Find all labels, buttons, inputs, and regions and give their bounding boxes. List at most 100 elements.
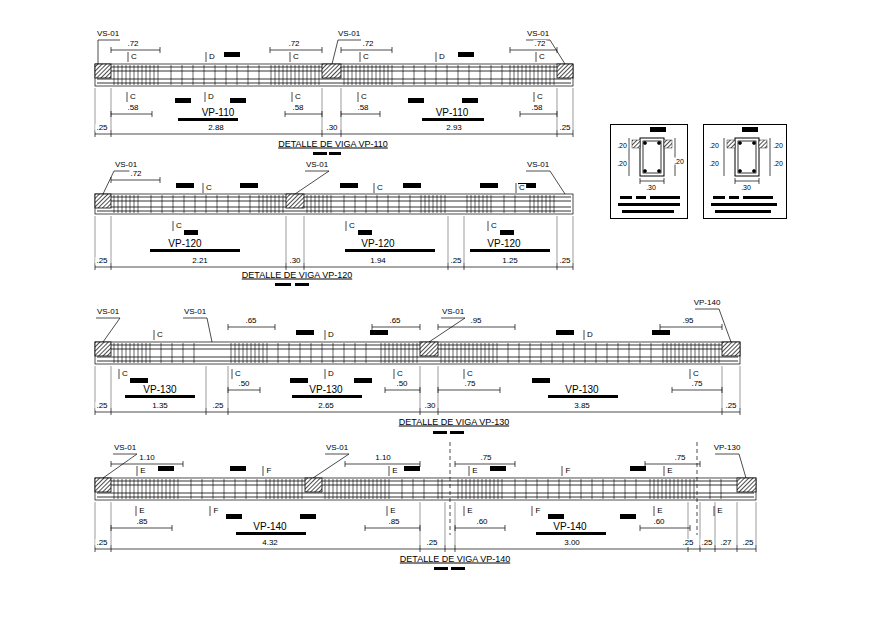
dimension-tick — [715, 545, 716, 552]
dimension-label: .65 — [388, 317, 401, 325]
stirrup — [206, 195, 207, 213]
stirrup — [719, 343, 720, 363]
stirrup — [122, 479, 123, 499]
dimension-label: VS-01 — [325, 444, 349, 452]
slab-hatch — [632, 140, 640, 148]
redacted-bar — [636, 196, 646, 199]
stirrup — [514, 65, 515, 85]
stirrup — [683, 343, 684, 363]
stirrup — [243, 343, 244, 363]
stirrup — [151, 195, 152, 213]
stirrup — [485, 343, 486, 363]
stirrup — [184, 195, 185, 213]
stirrup — [333, 479, 334, 499]
dimension-label: .30 — [288, 257, 301, 265]
leader-line — [103, 454, 137, 478]
column-support — [95, 64, 111, 78]
stirrup — [409, 343, 410, 363]
beam-outline — [95, 194, 573, 214]
stirrup — [323, 195, 324, 213]
dimension-tick — [420, 324, 421, 330]
stirrup — [384, 65, 385, 85]
stirrup — [662, 479, 663, 499]
extension-line — [438, 366, 439, 408]
extension-line — [111, 88, 112, 130]
stirrup — [690, 479, 691, 499]
stirrup — [224, 479, 225, 499]
stirrup — [679, 343, 680, 363]
section-dimension: .20 — [708, 142, 720, 149]
stirrup — [526, 65, 527, 85]
dimension-line — [455, 464, 515, 465]
dimension-tick — [672, 387, 673, 393]
stirrup — [231, 343, 232, 363]
stirrup — [162, 479, 163, 499]
dimension-tick — [111, 263, 112, 270]
dimension-tick — [380, 111, 381, 117]
dimension-label: 4.32 — [261, 539, 279, 547]
slab-hatch — [727, 140, 735, 148]
dimension-line — [629, 138, 630, 176]
extension-line — [740, 366, 741, 408]
leader-line — [695, 309, 731, 342]
stirrup — [497, 343, 498, 363]
redacted-bar — [300, 514, 316, 519]
stirrup — [711, 343, 712, 363]
stirrup — [651, 343, 652, 363]
beam-name: VP-120 — [167, 239, 202, 249]
dimension-line — [95, 549, 756, 550]
dimension-tick — [557, 130, 558, 137]
dimension-line — [724, 138, 725, 176]
redacted-bar — [556, 330, 574, 335]
beam-name: VP-110 — [435, 108, 470, 118]
stirrup — [287, 65, 288, 85]
section-mark-tick — [654, 506, 655, 516]
dimension-label: .72 — [129, 170, 142, 178]
section-mark-tick — [532, 506, 533, 516]
stirrup — [356, 65, 357, 85]
stirrup — [686, 479, 687, 499]
dimension-tick — [740, 408, 741, 415]
stirrup — [275, 195, 276, 213]
stirrup — [666, 479, 667, 499]
stirrup — [402, 479, 403, 499]
stirrup — [548, 479, 549, 499]
stirrup — [453, 343, 454, 363]
stirrup — [550, 195, 551, 213]
stirrup — [498, 479, 499, 499]
stirrup — [138, 343, 139, 363]
stirrup — [246, 479, 247, 499]
stirrup — [413, 343, 414, 363]
stirrup — [138, 479, 139, 499]
dimension-tick — [420, 387, 421, 393]
dimension-line — [645, 464, 700, 465]
dimension-tick — [505, 525, 506, 531]
stirrup — [251, 343, 252, 363]
stirrup — [368, 65, 369, 85]
redacted-bar — [458, 52, 474, 57]
stirrup — [457, 343, 458, 363]
leader-line — [715, 454, 746, 478]
dimension-label: .58 — [530, 104, 543, 112]
dimension-label: C — [348, 222, 356, 230]
dimension-label: C — [692, 370, 700, 378]
leader-line — [183, 318, 212, 342]
section-mark-tick — [714, 506, 715, 516]
stirrup — [150, 343, 151, 363]
stirrup — [134, 65, 135, 85]
dimension-label: .25 — [724, 402, 737, 410]
redacted-bar — [358, 230, 372, 235]
redacted-bar — [408, 98, 424, 103]
dimension-line — [385, 390, 420, 391]
extension-line — [464, 216, 465, 263]
rebar-dot — [644, 142, 647, 145]
dimension-label: 1.94 — [369, 257, 387, 265]
stirrup — [490, 479, 491, 499]
extension-line — [111, 216, 112, 263]
rebar-line — [97, 83, 571, 84]
stirrup — [502, 65, 503, 85]
stirrup — [636, 479, 637, 499]
extension-line — [111, 366, 112, 408]
rebar-line — [97, 201, 571, 202]
stirrup — [530, 195, 531, 213]
